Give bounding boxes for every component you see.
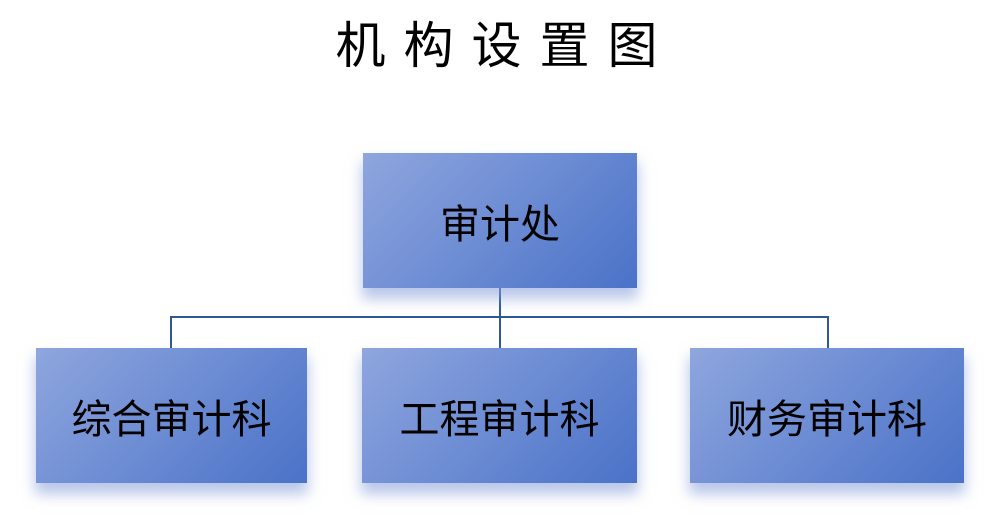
org-node-child-2-label: 工程审计科	[399, 397, 600, 442]
org-node-child-3-label: 财务审计科	[727, 397, 927, 442]
connector-drop-left	[170, 316, 172, 348]
diagram-title: 机构设置图	[335, 18, 676, 74]
org-node-root-label: 审计处	[440, 202, 560, 247]
org-node-child-2: 工程审计科	[362, 348, 637, 483]
org-node-child-3: 财务审计科	[690, 348, 964, 483]
org-node-child-1: 综合审计科	[36, 348, 307, 483]
connector-drop-right	[827, 316, 829, 348]
org-node-root: 审计处	[363, 153, 637, 288]
connector-drop-middle	[499, 316, 501, 348]
connector-root-stem	[499, 288, 501, 318]
org-node-child-1-label: 综合审计科	[71, 397, 272, 442]
